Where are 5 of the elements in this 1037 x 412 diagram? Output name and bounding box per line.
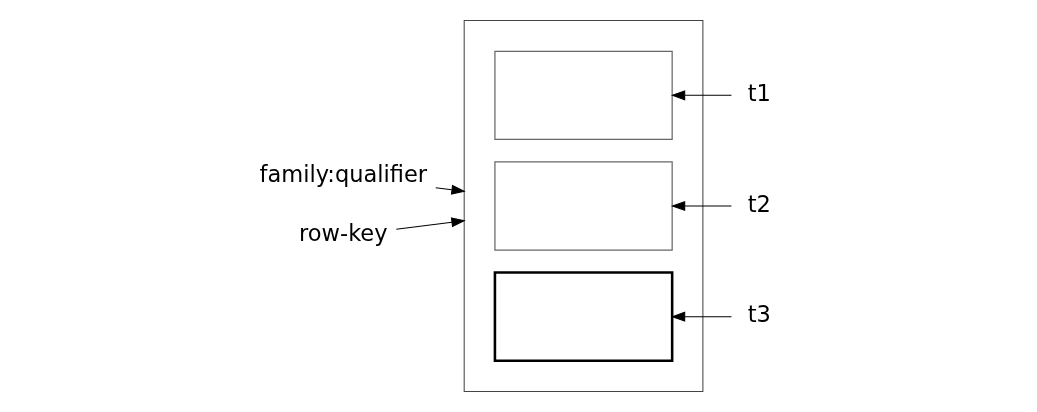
node-text: t1 xyxy=(747,80,771,107)
node-text: family:qualifier xyxy=(259,161,427,188)
node-text: t3 xyxy=(747,301,771,328)
node-text: t2 xyxy=(747,190,771,217)
node-text: row-key xyxy=(298,220,388,247)
